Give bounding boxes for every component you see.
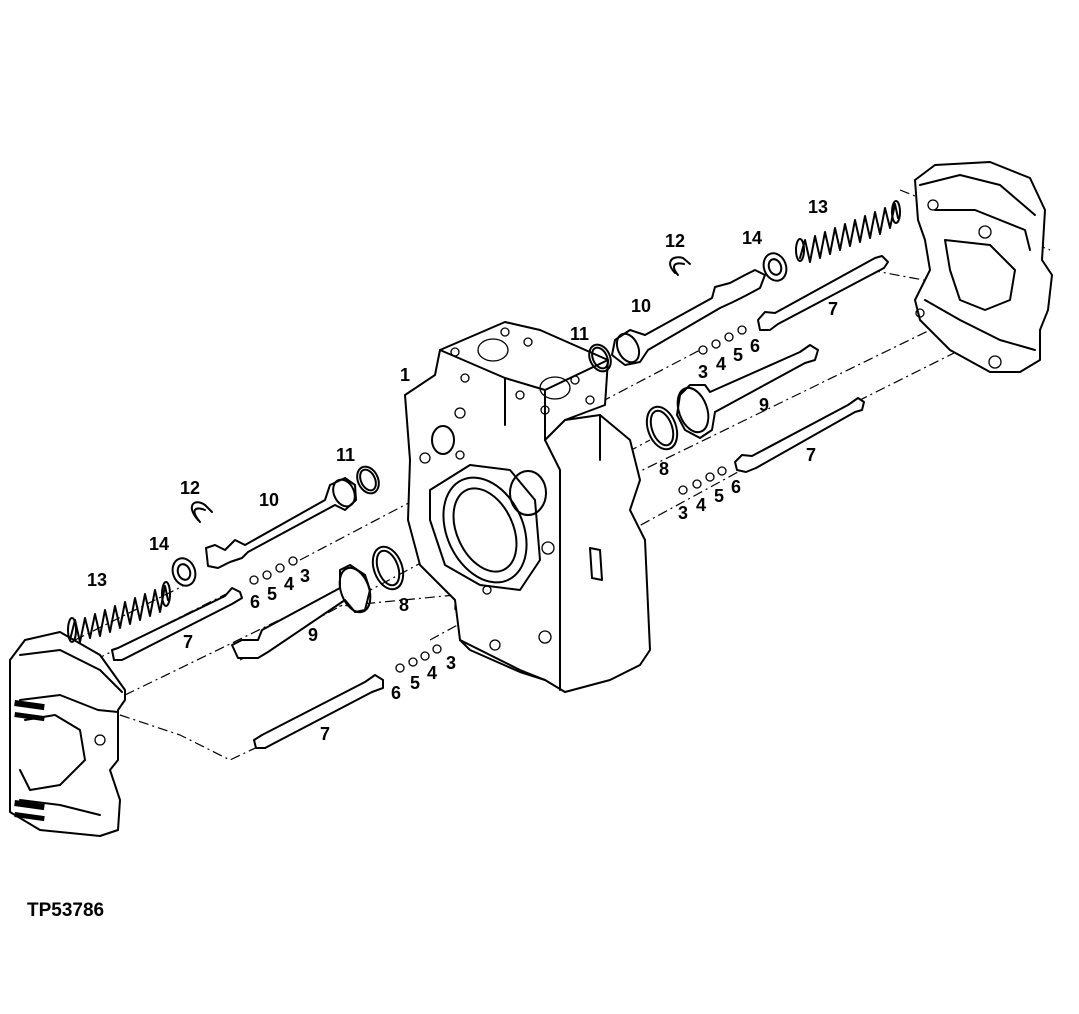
left-ring-11 <box>356 465 380 495</box>
callout-5: 5 <box>714 486 724 506</box>
left-seal-set-b <box>395 644 442 673</box>
callout-12: 12 <box>665 231 685 251</box>
left-seal-set-a <box>249 556 298 585</box>
right-end-cover <box>914 161 1053 373</box>
callout-13: 13 <box>808 197 828 217</box>
left-retainer-14 <box>171 557 197 587</box>
callout-7: 7 <box>828 299 838 319</box>
callout-4: 4 <box>284 574 294 594</box>
callout-labels: 1 3 4 5 6 3 4 5 6 3 4 5 6 3 4 5 6 7 7 7 … <box>87 197 838 744</box>
callout-14: 14 <box>149 534 169 554</box>
left-plug-7a <box>111 587 243 661</box>
right-piston-9 <box>676 344 819 439</box>
callout-5: 5 <box>410 673 420 693</box>
callout-10: 10 <box>631 296 651 316</box>
callout-4: 4 <box>427 663 437 683</box>
callout-12: 12 <box>180 478 200 498</box>
right-seal-set-a <box>698 325 747 355</box>
callout-7: 7 <box>183 632 193 652</box>
figure-reference-code: TP53786 <box>27 900 105 921</box>
callout-9: 9 <box>308 625 318 645</box>
callout-6: 6 <box>731 477 741 497</box>
right-ring-8 <box>645 405 679 451</box>
callout-3: 3 <box>300 566 310 586</box>
callout-14: 14 <box>742 228 762 248</box>
right-plug-7b <box>734 397 865 473</box>
callout-4: 4 <box>696 495 706 515</box>
callout-5: 5 <box>267 584 277 604</box>
callout-9: 9 <box>759 395 769 415</box>
callout-1: 1 <box>400 365 410 385</box>
right-plug-7a <box>757 255 889 331</box>
right-spring-13 <box>795 200 901 263</box>
left-end-cover <box>9 631 126 837</box>
left-ring-8 <box>371 545 405 591</box>
callout-10: 10 <box>259 490 279 510</box>
right-seal-set-b <box>678 466 727 495</box>
left-piston-9 <box>231 564 372 659</box>
callout-8: 8 <box>659 459 669 479</box>
right-retainer-14 <box>762 252 788 282</box>
callout-7: 7 <box>806 445 816 465</box>
callout-6: 6 <box>391 683 401 703</box>
callout-11: 11 <box>570 324 589 344</box>
left-clip-12 <box>190 501 213 523</box>
callout-3: 3 <box>698 362 708 382</box>
callout-3: 3 <box>678 503 688 523</box>
callout-3: 3 <box>446 653 456 673</box>
valve-housing <box>404 321 651 693</box>
callout-11: 11 <box>336 445 355 465</box>
callout-6: 6 <box>250 592 260 612</box>
right-clip-12 <box>669 256 691 276</box>
callout-4: 4 <box>716 354 726 374</box>
left-spring-13 <box>67 581 171 643</box>
right-ring-11 <box>588 343 612 373</box>
callout-8: 8 <box>399 595 409 615</box>
callout-7: 7 <box>320 724 330 744</box>
callout-5: 5 <box>733 345 743 365</box>
callout-13: 13 <box>87 570 107 590</box>
left-spool-10 <box>205 477 357 569</box>
left-plug-7b <box>253 674 384 749</box>
callout-6: 6 <box>750 336 760 356</box>
right-spool-10 <box>611 269 766 366</box>
